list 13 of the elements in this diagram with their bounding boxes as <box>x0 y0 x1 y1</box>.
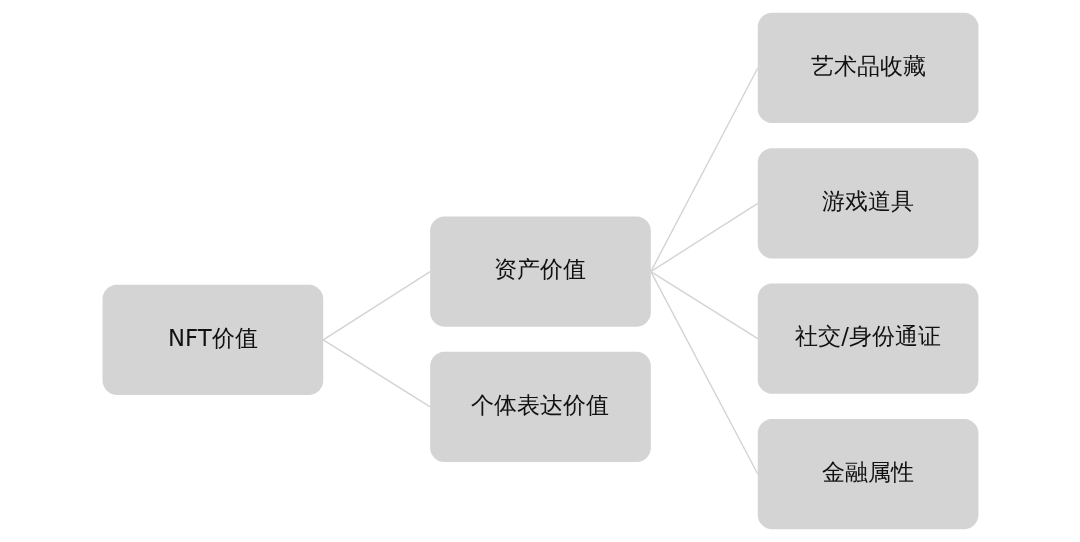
connector <box>322 270 431 341</box>
connector <box>649 67 758 273</box>
node-box: 金融属性 <box>757 418 978 530</box>
connector <box>649 270 758 340</box>
node-box: 游戏道具 <box>757 148 978 259</box>
connector <box>322 339 431 408</box>
node-box: NFT价值 <box>102 284 323 395</box>
connector <box>649 270 758 475</box>
node-box: 社交/身份通证 <box>757 283 978 394</box>
connector <box>649 202 758 273</box>
node-box: 艺术品收藏 <box>757 12 978 124</box>
node-box: 资产价值 <box>429 216 651 327</box>
node-box: 个体表达价值 <box>429 351 651 463</box>
